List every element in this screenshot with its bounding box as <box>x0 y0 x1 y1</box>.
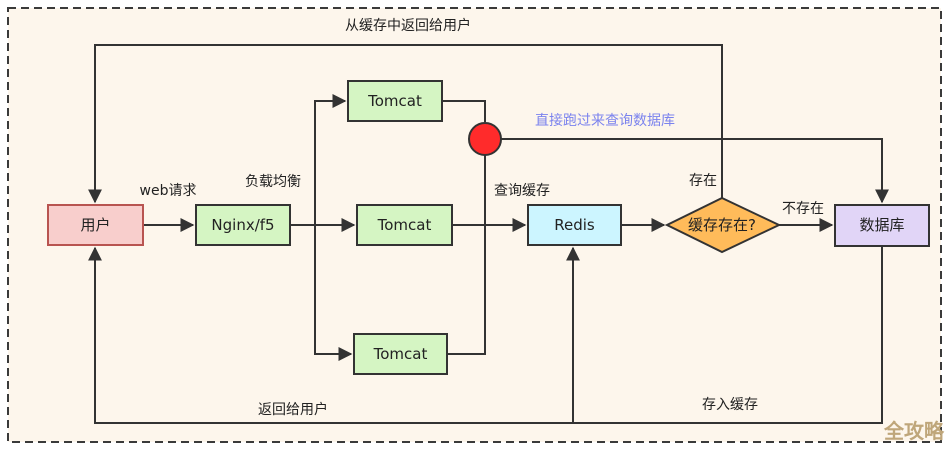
tomcat-mid-label: Tomcat <box>377 216 432 234</box>
cache-check-diamond <box>664 196 782 254</box>
watermark: 全攻略 <box>883 419 945 443</box>
label-query-cache: 查询缓存 <box>494 183 550 199</box>
tomcat-top-label: Tomcat <box>367 92 422 110</box>
node-tomcat-bottom: Tomcat <box>353 333 448 375</box>
tomcat-bottom-box <box>353 333 448 375</box>
label-web-request: web请求 <box>140 183 197 199</box>
tomcat-top-box <box>347 80 443 122</box>
edge-database-user <box>88 246 883 424</box>
junction-dot <box>468 122 502 156</box>
label-store-cache: 存入缓存 <box>702 397 758 413</box>
node-cache-check: 缓存存在? <box>664 196 782 254</box>
database-label: 数据库 <box>859 216 904 234</box>
nginx-box <box>195 204 291 246</box>
label-bypass-db: 直接跑过来查询数据库 <box>535 112 675 129</box>
redis-label: Redis <box>554 216 595 234</box>
node-tomcat-mid: Tomcat <box>356 204 453 246</box>
label-return-to-user: 返回给用户 <box>258 401 328 418</box>
node-redis: Redis <box>527 204 622 246</box>
user-label: 用户 <box>80 216 110 234</box>
label-exists: 存在 <box>689 173 717 189</box>
node-tomcat-top: Tomcat <box>347 80 443 122</box>
edges <box>88 44 889 424</box>
cache-check-label: 缓存存在? <box>688 216 756 234</box>
node-nginx: Nginx/f5 <box>195 204 291 246</box>
edge-nginx-tomcat-top <box>314 94 347 225</box>
nginx-label: Nginx/f5 <box>211 216 274 234</box>
node-database: 数据库 <box>834 204 930 247</box>
edge-labels: 从缓存中返回给用户 web请求 负载均衡 查询缓存 直接跑过来查询数据库 存在 … <box>140 17 824 418</box>
label-not-exists: 不存在 <box>782 201 824 217</box>
edge-check-user <box>88 44 723 204</box>
label-return-from-cache: 从缓存中返回给用户 <box>345 17 471 34</box>
tomcat-mid-box <box>356 204 453 246</box>
edge-tomcat-bottom-junction <box>447 155 486 355</box>
database-box <box>834 204 930 247</box>
edge-tomcat-top-junction <box>442 100 486 122</box>
label-load-balance: 负载均衡 <box>245 174 301 190</box>
user-box <box>47 204 144 246</box>
edge-junction-database <box>501 138 889 204</box>
tomcat-bottom-label: Tomcat <box>373 345 428 363</box>
edge-nginx-tomcat-bottom <box>314 225 353 361</box>
node-user: 用户 <box>47 204 144 246</box>
redis-box <box>527 204 622 246</box>
